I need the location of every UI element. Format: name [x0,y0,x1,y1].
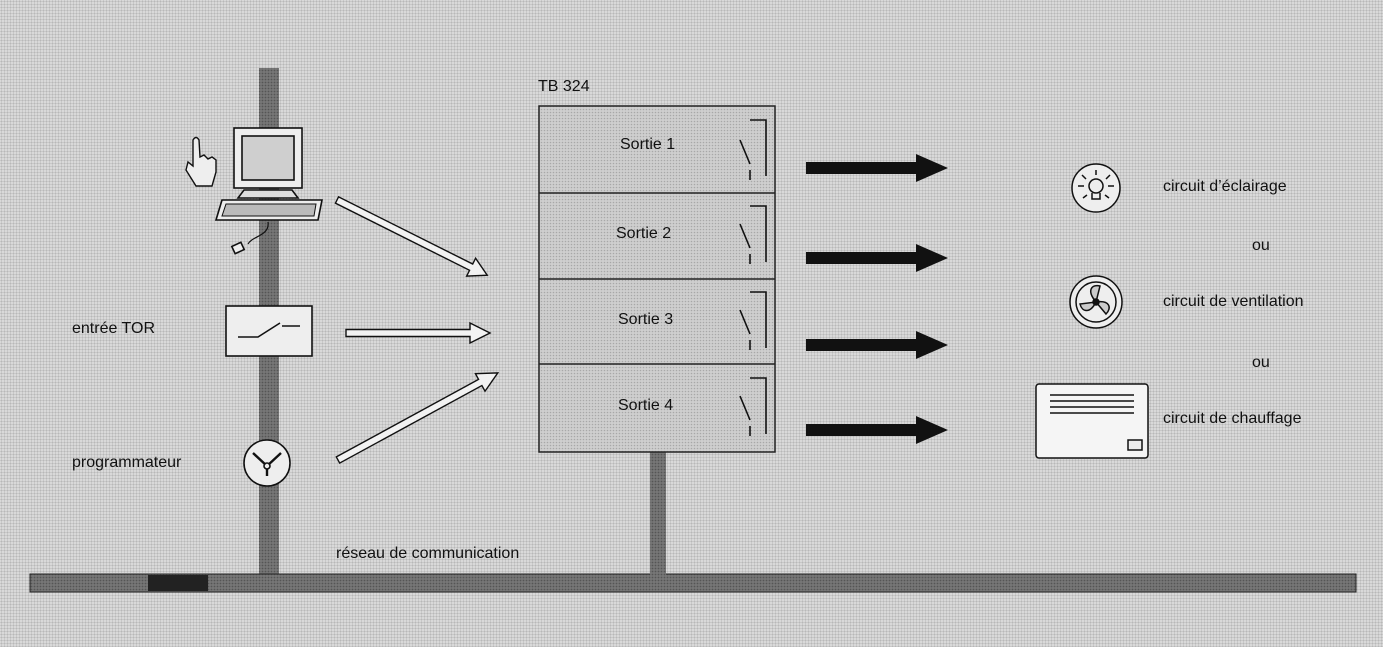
relay-contact-icon [739,119,767,180]
heater-icon [1035,383,1149,459]
output-label-1: Sortie 1 [620,136,676,153]
lighting-circuit-label: circuit d’éclairage [1163,178,1287,195]
pointing-hand-icon [185,136,217,187]
output-arrow [806,331,948,359]
fan-icon [1069,275,1123,329]
relay-contact-icon [739,205,767,264]
tb324-device [538,105,776,453]
relay-contact-icon [739,377,767,436]
ventilation-circuit-label: circuit de ventilation [1163,293,1304,310]
device-pole [650,452,666,576]
input-arrow [335,372,500,465]
output-arrow [806,154,948,182]
lamp-icon [1071,163,1121,213]
or-label: ou [1252,354,1270,371]
output-arrow [806,416,948,444]
relay-contact-icon [739,291,767,350]
device-title: TB 324 [538,78,590,95]
programmer-label: programmateur [72,454,182,471]
or-label: ou [1252,237,1270,254]
output-label-3: Sortie 3 [618,311,674,328]
network-bus [29,573,1357,593]
output-label-4: Sortie 4 [618,397,674,414]
input-arrow [334,195,489,277]
network-bus-end [148,575,208,591]
computer-terminal-icon [214,127,323,255]
input-arrow [345,321,492,345]
network-label: réseau de communication [336,545,520,562]
tor-input-label: entrée TOR [72,320,156,337]
output-arrow [806,244,948,272]
output-label-2: Sortie 2 [616,225,672,242]
programmer-clock-icon [243,439,291,487]
heating-circuit-label: circuit de chauffage [1163,410,1302,427]
tor-switch-icon [225,305,313,357]
